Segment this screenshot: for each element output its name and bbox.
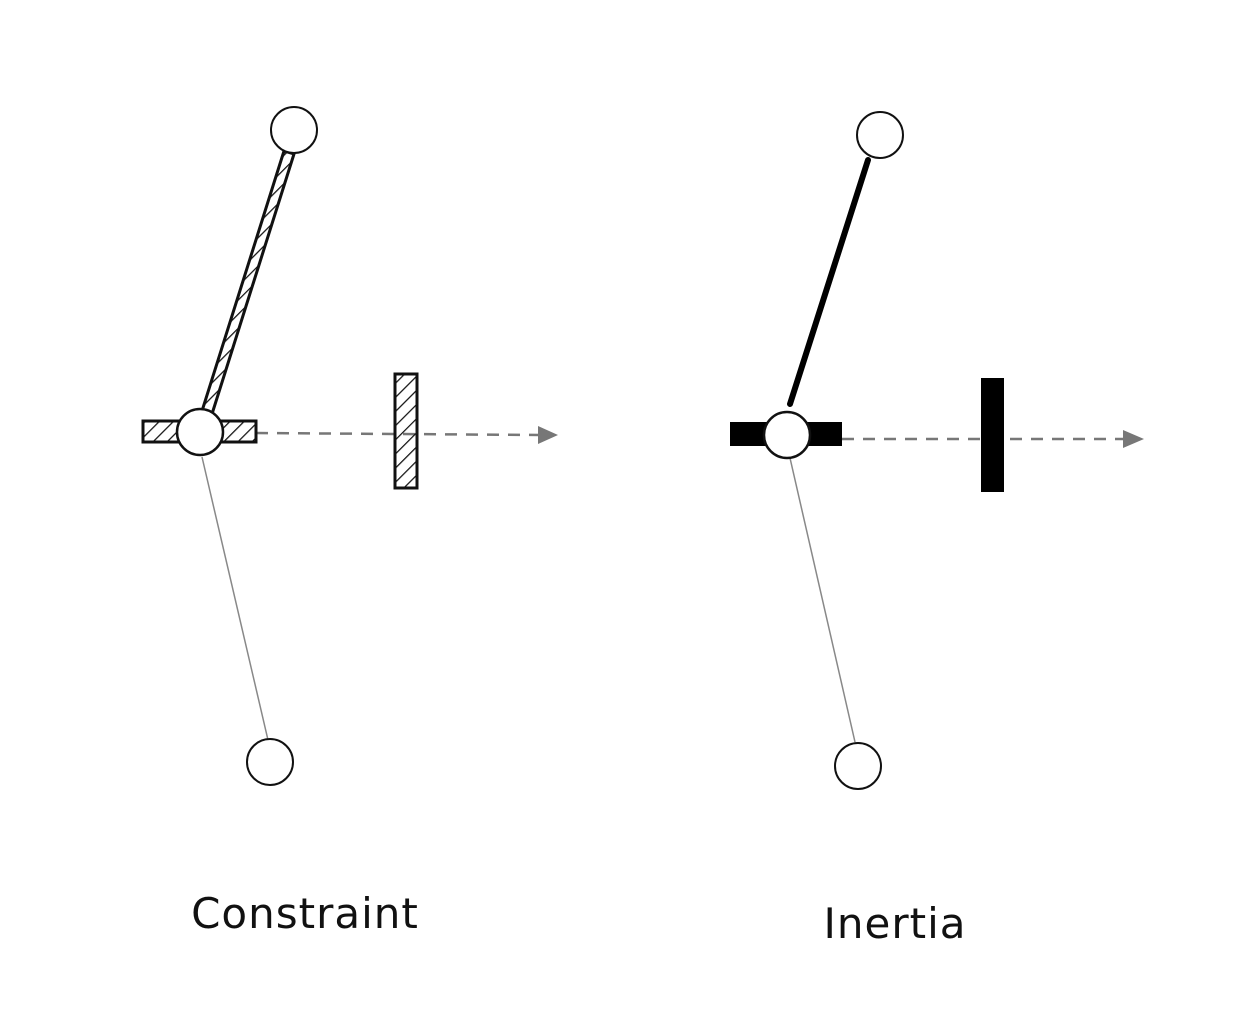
constraint-label: Constraint [191, 889, 419, 938]
inertia-diagram: Inertia [730, 111, 1144, 948]
top-node [856, 111, 904, 159]
constraint-diagram: Constraint [141, 106, 558, 938]
dashed-direction-arrow [255, 431, 541, 437]
solid-plate [981, 378, 1004, 492]
inertia-label: Inertia [824, 899, 967, 948]
thin-link [201, 456, 269, 741]
solid-rod [787, 157, 871, 407]
hatched-plate [393, 372, 419, 490]
top-node [270, 106, 318, 154]
center-node [762, 410, 812, 460]
hatched-rod [200, 149, 296, 416]
bottom-node [834, 742, 882, 790]
arrow-head [1123, 430, 1144, 448]
thin-link [789, 457, 856, 743]
bottom-node [246, 738, 294, 786]
center-node [175, 407, 225, 457]
arrow-head [538, 426, 558, 444]
